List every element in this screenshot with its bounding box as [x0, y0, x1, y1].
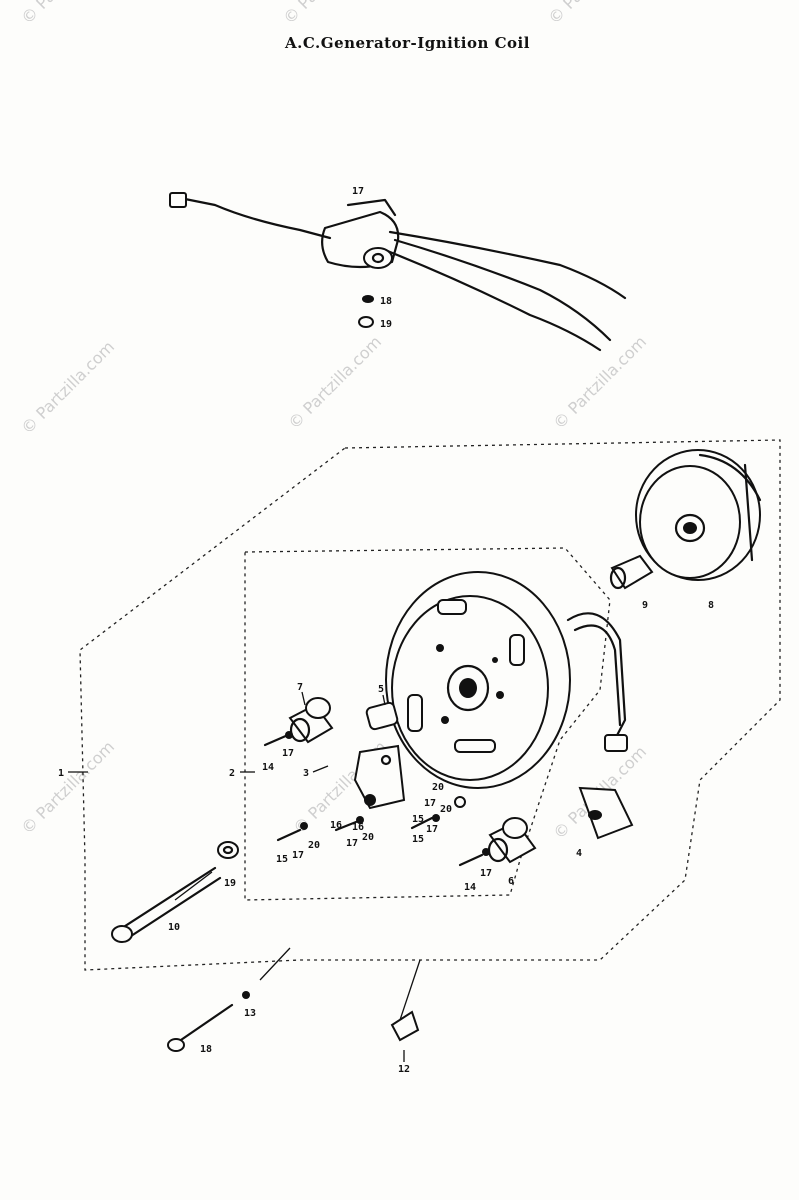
- callout-label: 4: [576, 848, 582, 859]
- condenser: [288, 697, 334, 744]
- contact-breaker: [353, 744, 406, 810]
- callout-label: 17: [426, 824, 438, 835]
- watermark: © Partzilla.com: [279, 0, 380, 28]
- grommet: [390, 1010, 420, 1042]
- callout-label: 15: [276, 854, 288, 865]
- callout-label: 20: [440, 804, 452, 815]
- stator-plate: [385, 571, 628, 789]
- callout-label: 13: [244, 1008, 256, 1019]
- watermark: © Partzilla.com: [549, 332, 650, 433]
- watermark: © Partzilla.com: [17, 337, 118, 438]
- stator-boundary: [244, 547, 611, 901]
- callout-label: 17: [352, 186, 364, 197]
- callout-label: 19: [224, 878, 236, 889]
- callout-label: 16: [330, 820, 342, 831]
- leader-lines: [68, 691, 421, 1062]
- watermark: © Partzilla.com: [544, 0, 645, 28]
- callout-label: 17: [292, 850, 304, 861]
- callout-label: 8: [708, 600, 714, 611]
- callout-label: 17: [346, 838, 358, 849]
- callout-label: 16: [352, 822, 364, 833]
- watermark: © Partzilla.com: [17, 737, 118, 838]
- callout-label: 20: [362, 832, 374, 843]
- long-bolt: [111, 841, 239, 943]
- callout-label: 15: [412, 834, 424, 845]
- callout-label: 18: [380, 296, 392, 307]
- callout-label: 12: [398, 1064, 410, 1075]
- breaker-base: [578, 786, 634, 840]
- callout-labels: 17 18 19 9 8 7 5 1 2 3 14 17 20 17 15 15…: [58, 186, 714, 1075]
- diagram-title: A.C.Generator-Ignition Coil: [285, 34, 530, 52]
- screws: [263, 731, 490, 867]
- callout-label: 9: [642, 600, 648, 611]
- watermark: © Partzilla.com: [17, 0, 118, 28]
- ignition-coil: [169, 192, 627, 352]
- callout-label: 14: [262, 762, 274, 773]
- callout-label: 20: [432, 782, 444, 793]
- callout-label: 3: [303, 768, 309, 779]
- callout-label: 19: [380, 319, 392, 330]
- callout-label: 6: [508, 876, 514, 887]
- callout-label: 5: [378, 684, 384, 695]
- rotor: [635, 449, 762, 581]
- callout-label: 7: [297, 682, 303, 693]
- callout-label: 17: [480, 868, 492, 879]
- small-bolt: [167, 991, 250, 1052]
- rotor-bolt: [609, 554, 654, 590]
- condenser-2: [487, 817, 537, 864]
- nut-and-washer: [358, 295, 374, 328]
- watermark: © Partzilla.com: [284, 332, 385, 433]
- callout-label: 15: [412, 814, 424, 825]
- callout-label: 20: [308, 840, 320, 851]
- callout-label: 18: [200, 1044, 212, 1055]
- callout-label: 1: [58, 768, 64, 779]
- cam-felt: [365, 701, 399, 731]
- callout-label: 17: [424, 798, 436, 809]
- callout-label: 2: [229, 768, 235, 779]
- callout-label: 10: [168, 922, 180, 933]
- callout-label: 14: [464, 882, 476, 893]
- callout-label: 17: [282, 748, 294, 759]
